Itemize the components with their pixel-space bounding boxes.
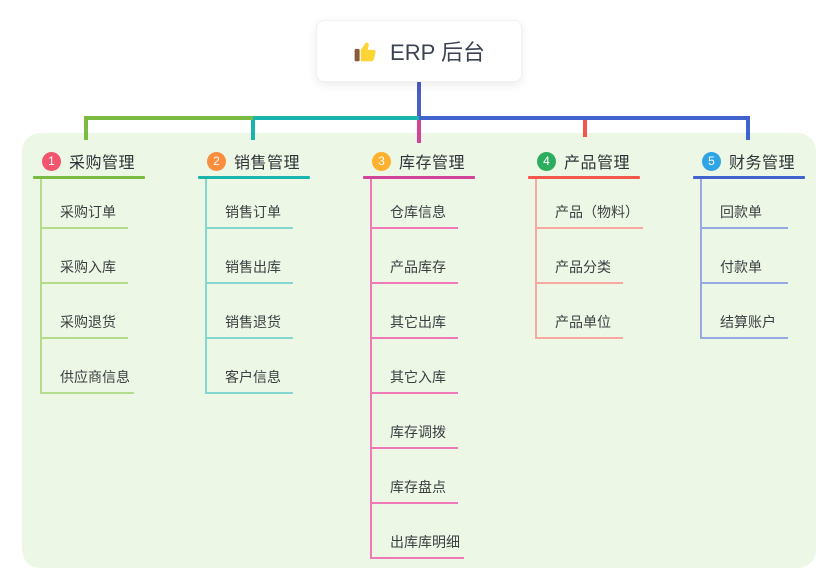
branch-sales: 2 销售管理 销售订单销售出库销售退货客户信息 <box>198 146 343 394</box>
branch-finance-header[interactable]: 5 财务管理 <box>693 146 838 176</box>
branch-sales-header[interactable]: 2 销售管理 <box>198 146 343 176</box>
branch-inventory: 3 库存管理 仓库信息产品库存其它出库其它入库库存调拨库存盘点出库库明细 <box>363 146 508 559</box>
child-node[interactable]: 结算账户 <box>702 284 788 339</box>
child-node-label: 采购退货 <box>60 314 116 330</box>
child-node[interactable]: 供应商信息 <box>42 339 134 394</box>
child-node[interactable]: 销售退货 <box>207 284 293 339</box>
child-node[interactable]: 客户信息 <box>207 339 293 394</box>
mindmap-panel <box>22 133 816 568</box>
branch-product-children: 产品（物料） 产品分类产品单位 <box>535 179 643 339</box>
child-node[interactable]: 仓库信息 <box>372 179 458 229</box>
branch-product-header[interactable]: 4 产品管理 <box>528 146 673 176</box>
child-node-label: 客户信息 <box>225 369 281 385</box>
badge-3: 3 <box>372 151 391 171</box>
branch-purchase-title: 采购管理 <box>69 155 136 172</box>
branch-drop-inventory <box>417 120 421 143</box>
branch-purchase-children: 采购订单采购入库采购退货供应商信息 <box>40 179 134 394</box>
child-node-label: 产品单位 <box>555 314 611 330</box>
child-node[interactable]: 其它出库 <box>372 284 458 339</box>
branch-drop-sales <box>251 120 255 140</box>
child-node[interactable]: 出库库明细 <box>372 504 464 559</box>
child-node[interactable]: 产品（物料） <box>537 179 643 229</box>
child-node[interactable]: 其它入库 <box>372 339 458 394</box>
child-node-label: 供应商信息 <box>60 369 130 385</box>
child-node-label: 其它出库 <box>390 314 446 330</box>
branch-purchase-header[interactable]: 1 采购管理 <box>33 146 178 176</box>
child-node-label: 其它入库 <box>390 369 446 385</box>
child-node-label: 产品（物料） <box>555 204 639 220</box>
connector-segment-finance <box>419 116 750 120</box>
branch-product-underline <box>528 176 640 179</box>
branch-drop-purchase <box>84 120 88 140</box>
branch-inventory-underline <box>363 176 475 179</box>
branch-finance: 5 财务管理 回款单付款单结算账户 <box>693 146 838 339</box>
branch-inventory-title: 库存管理 <box>399 155 466 172</box>
connector-segment-sales <box>253 116 419 120</box>
root-connector-line <box>417 82 421 118</box>
child-node-label: 出库库明细 <box>390 534 460 550</box>
branch-finance-underline <box>693 176 805 179</box>
child-node[interactable]: 付款单 <box>702 229 788 284</box>
child-node-label: 库存调拨 <box>390 424 446 440</box>
branch-purchase: 1 采购管理 采购订单采购入库采购退货供应商信息 <box>33 146 178 394</box>
root-node[interactable]: ERP 后台 <box>316 20 522 82</box>
branch-finance-title: 财务管理 <box>729 155 796 172</box>
child-node[interactable]: 采购退货 <box>42 284 128 339</box>
child-node-label: 产品库存 <box>390 259 446 275</box>
child-node[interactable]: 产品单位 <box>537 284 623 339</box>
child-node[interactable]: 产品库存 <box>372 229 458 284</box>
badge-4: 4 <box>537 151 556 171</box>
branch-drop-product <box>583 120 587 137</box>
branch-sales-title: 销售管理 <box>234 155 301 172</box>
child-node-label: 库存盘点 <box>390 479 446 495</box>
child-node[interactable]: 采购入库 <box>42 229 128 284</box>
branch-drop-finance <box>746 120 750 140</box>
child-node-label: 销售订单 <box>225 204 281 220</box>
root-title: ERP 后台 <box>390 40 485 65</box>
branch-sales-underline <box>198 176 310 179</box>
branch-purchase-underline <box>33 176 145 179</box>
thumbs-up-icon <box>353 38 379 64</box>
child-node-label: 结算账户 <box>720 314 776 330</box>
child-node-label: 仓库信息 <box>390 204 446 220</box>
branch-product: 4 产品管理 产品（物料） 产品分类产品单位 <box>528 146 673 339</box>
child-node-label: 产品分类 <box>555 259 611 275</box>
child-node-label: 销售出库 <box>225 259 281 275</box>
child-node[interactable]: 销售订单 <box>207 179 293 229</box>
child-node[interactable]: 库存盘点 <box>372 449 458 504</box>
child-node-label: 付款单 <box>720 259 762 275</box>
child-node-label: 采购订单 <box>60 204 116 220</box>
connector-segment-purchase <box>84 116 253 120</box>
child-node-label: 销售退货 <box>225 314 281 330</box>
badge-5: 5 <box>702 151 721 171</box>
badge-2: 2 <box>207 151 226 171</box>
branch-sales-children: 销售订单销售出库销售退货客户信息 <box>205 179 293 394</box>
badge-1: 1 <box>42 151 61 171</box>
child-node[interactable]: 产品分类 <box>537 229 623 284</box>
child-node[interactable]: 库存调拨 <box>372 394 458 449</box>
child-node[interactable]: 回款单 <box>702 179 788 229</box>
child-node-label: 回款单 <box>720 204 762 220</box>
branch-finance-children: 回款单付款单结算账户 <box>700 179 788 339</box>
branch-product-title: 产品管理 <box>564 155 631 172</box>
child-node[interactable]: 销售出库 <box>207 229 293 284</box>
branch-inventory-header[interactable]: 3 库存管理 <box>363 146 508 176</box>
child-node-label: 采购入库 <box>60 259 116 275</box>
child-node[interactable]: 采购订单 <box>42 179 128 229</box>
branch-inventory-children: 仓库信息产品库存其它出库其它入库库存调拨库存盘点出库库明细 <box>370 179 464 559</box>
